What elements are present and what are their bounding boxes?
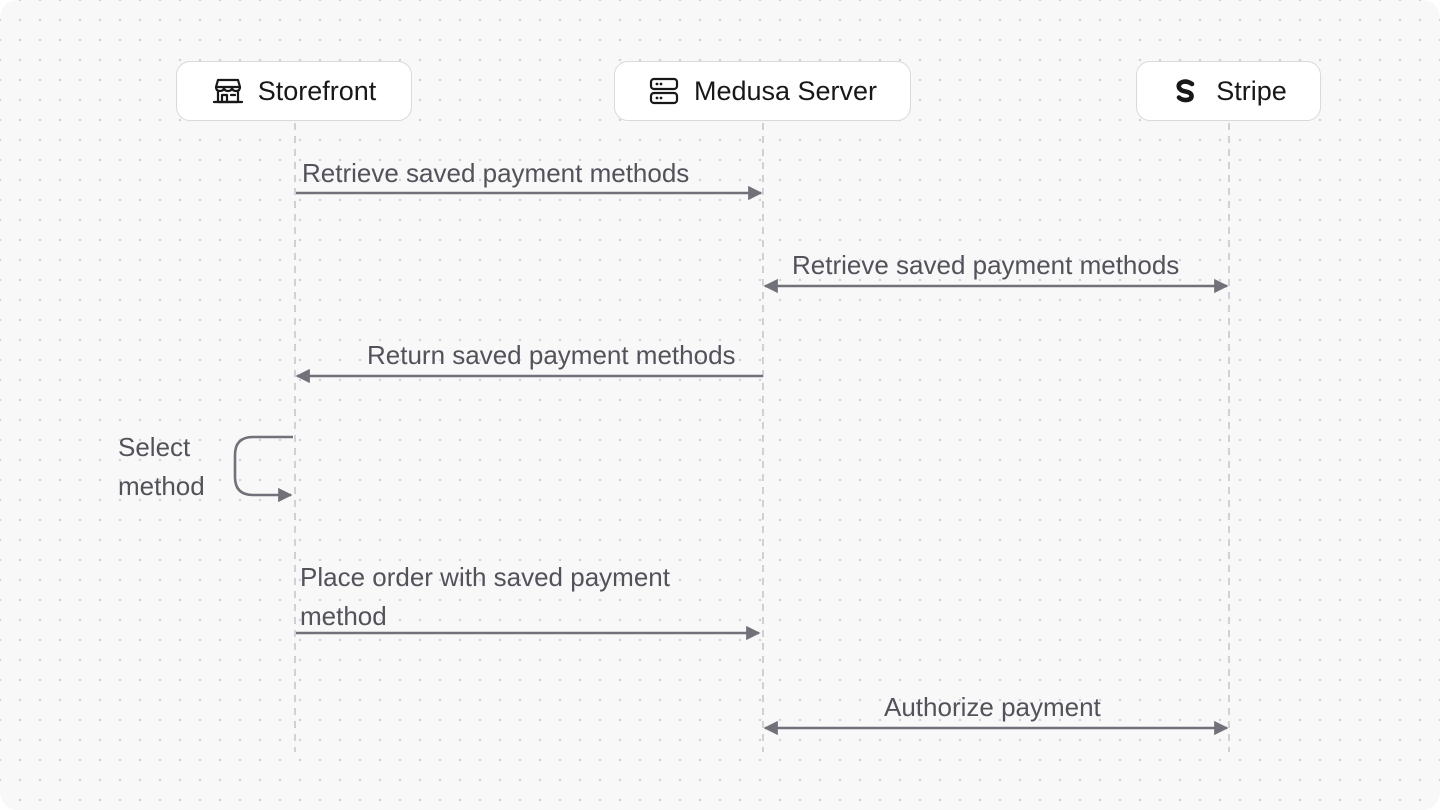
server-icon [648,75,680,107]
storefront-icon [212,75,244,107]
message-retrieve-methods-stripe-label: Retrieve saved payment methods [792,250,1180,280]
message-authorize-payment-label: Authorize payment [884,692,1101,722]
stripe-logo-icon [1170,75,1202,107]
message-place-order-line1: Place order with saved payment [300,562,670,592]
message-select-method-line1: Select [118,432,191,462]
message-retrieve-methods-label: Retrieve saved payment methods [302,158,690,188]
message-return-methods-label: Return saved payment methods [367,340,736,370]
message-place-order-line2: method [300,601,387,631]
actor-medusa-server: Medusa Server [614,61,911,121]
actor-medusa-server-label: Medusa Server [693,75,878,106]
message-select-method-label: Select method [118,428,205,506]
actor-storefront-label: Storefront [257,75,377,106]
actor-stripe-label: Stripe [1216,75,1287,106]
arrow-select-method-loop [233,435,293,503]
actor-stripe: Stripe [1136,61,1321,121]
actor-storefront: Storefront [176,61,412,121]
message-select-method-line2: method [118,471,205,501]
message-place-order-label: Place order with saved payment method [300,558,670,636]
